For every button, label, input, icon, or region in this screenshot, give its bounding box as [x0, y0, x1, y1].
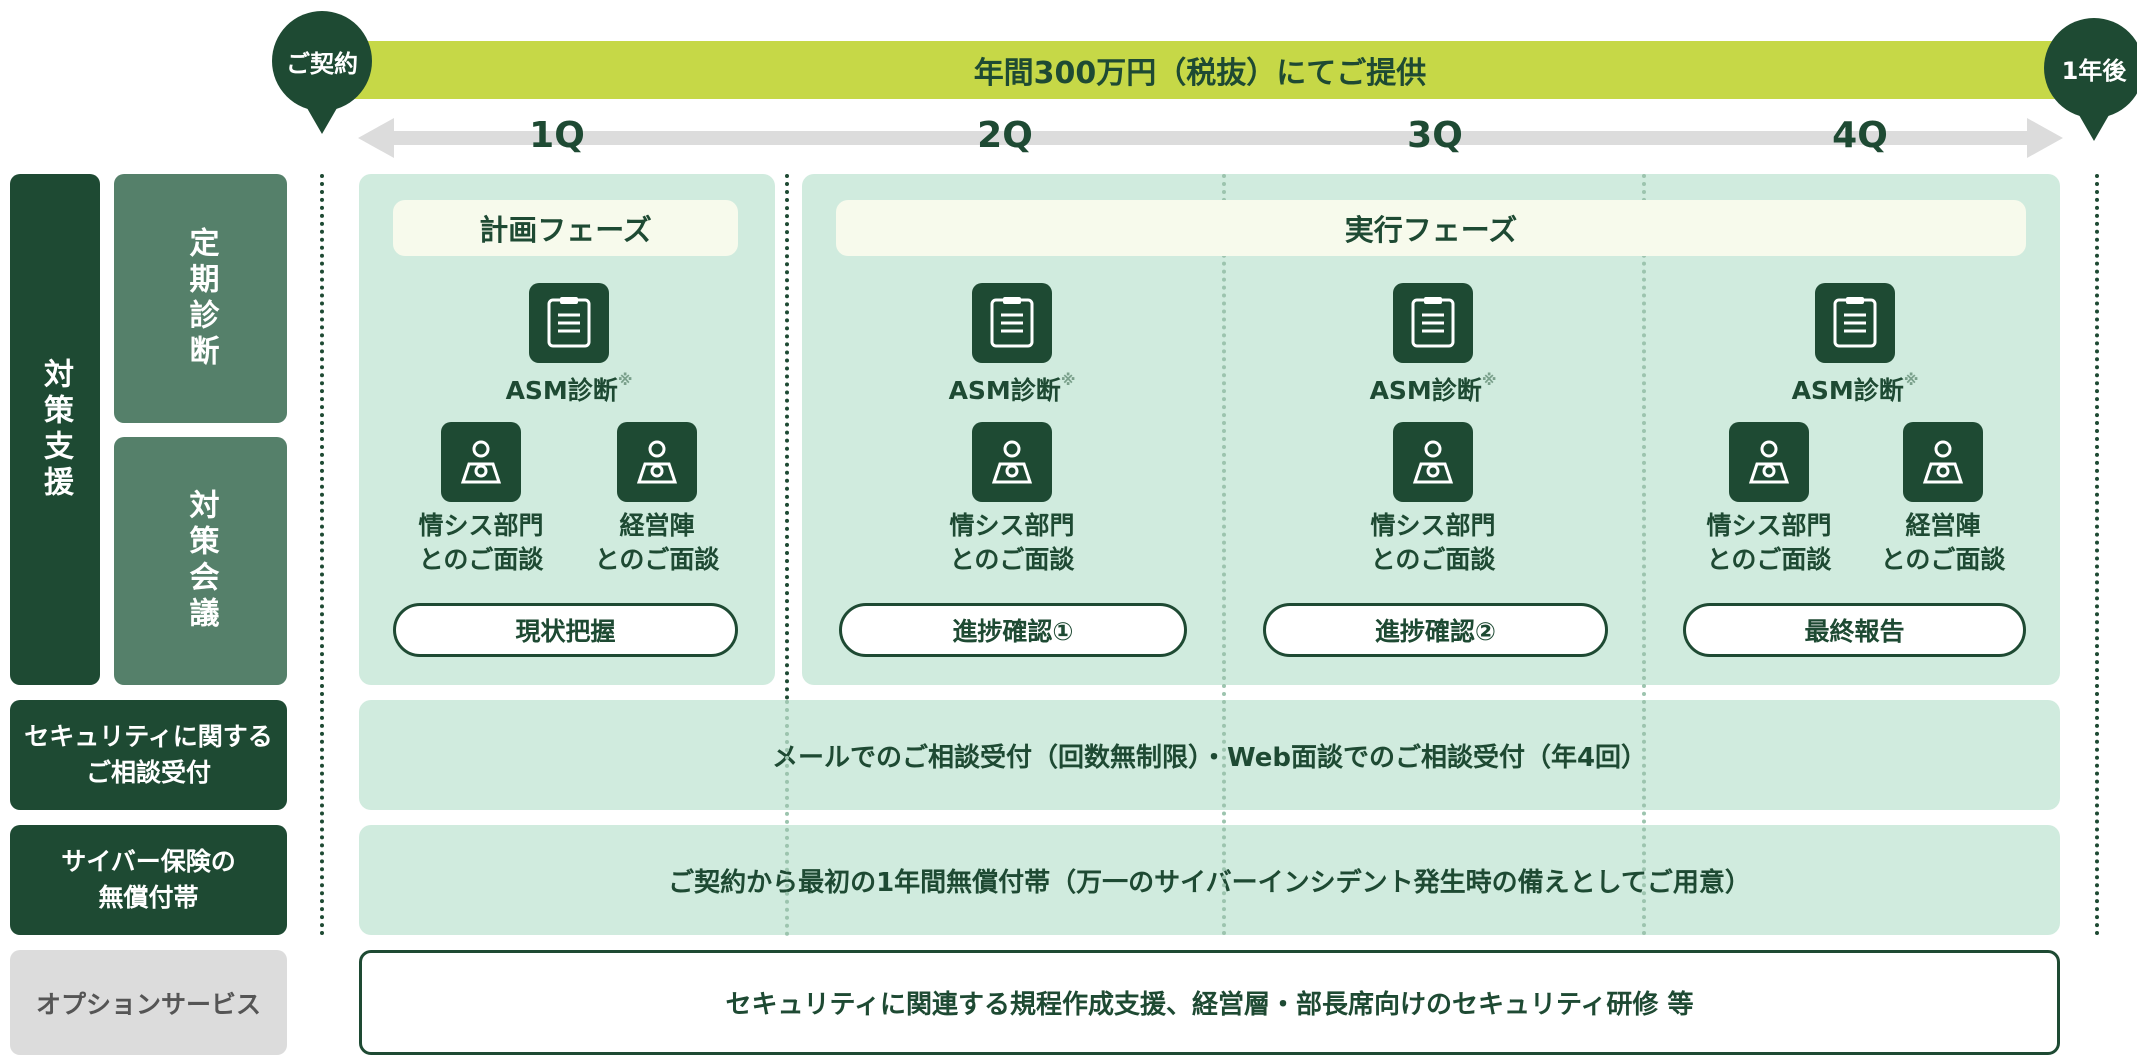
- pricing-banner: 年間300万円（税抜）にてご提供: [330, 41, 2070, 99]
- one-year-marker: 1年後: [2044, 18, 2137, 118]
- contract-start-pointer: [307, 108, 337, 134]
- one-year-pointer: [2079, 115, 2109, 141]
- it-dept-meeting-label-q1: 情シス部門 とのご面談: [418, 511, 544, 574]
- asm-label-q3: ASM診断※: [1333, 371, 1533, 407]
- asm-label-q1: ASM診断※: [469, 371, 669, 407]
- plan-exec-divider: [785, 174, 789, 700]
- q1-q2-guide-lower: [785, 700, 789, 936]
- quarter-1q: 1Q: [529, 115, 585, 156]
- asm-note-mark: ※: [1481, 371, 1497, 389]
- one-year-guide: [2095, 174, 2099, 936]
- asm-label-text: ASM診断: [505, 376, 618, 405]
- milestone-current-status: 現状把握: [393, 603, 738, 657]
- timeline-arrow-shaft: [390, 131, 2030, 145]
- asm-label-q2: ASM診断※: [912, 371, 1112, 407]
- plan-phase-panel: [359, 174, 775, 685]
- row-label-meeting-text: 対策会議: [183, 489, 219, 633]
- asm-label-text: ASM診断: [1791, 376, 1904, 405]
- row-label-option: オプションサービス: [10, 950, 287, 1055]
- meeting-icon: [1729, 422, 1809, 502]
- q3-q4-guide: [1642, 174, 1646, 936]
- row-label-support-text: 対策支援: [38, 357, 73, 502]
- timeline-arrow-right: [2027, 118, 2063, 158]
- meeting-icon: [441, 422, 521, 502]
- contract-start-marker: ご契約: [272, 11, 372, 111]
- quarter-3q: 3Q: [1407, 115, 1463, 156]
- exec-phase-header: 実行フェーズ: [836, 200, 2026, 256]
- timeline-arrow-left: [358, 118, 394, 158]
- asm-note-mark: ※: [1060, 371, 1076, 389]
- row-label-periodic: 定期診断: [114, 174, 287, 423]
- plan-phase-header: 計画フェーズ: [393, 200, 738, 256]
- row-label-meeting: 対策会議: [114, 437, 287, 685]
- meeting-icon: [1903, 422, 1983, 502]
- q2-q3-guide: [1222, 174, 1226, 936]
- row-label-periodic-text: 定期診断: [183, 226, 219, 371]
- it-dept-meeting-label-q2: 情シス部門 とのご面談: [949, 511, 1075, 574]
- milestone-final-report: 最終報告: [1683, 603, 2026, 657]
- quarter-2q: 2Q: [977, 115, 1033, 156]
- it-dept-meeting-label-q3: 情シス部門 とのご面談: [1370, 511, 1496, 574]
- management-meeting-label-q4: 経営陣 とのご面談: [1880, 511, 2006, 574]
- milestone-progress-1: 進捗確認①: [839, 603, 1187, 657]
- asm-document-icon: [529, 283, 609, 363]
- row-label-consult: セキュリティに関する ご相談受付: [10, 700, 287, 810]
- asm-document-icon: [1815, 283, 1895, 363]
- asm-label-text: ASM診断: [948, 376, 1061, 405]
- asm-note-mark: ※: [617, 371, 633, 389]
- option-services-box: セキュリティに関連する規程作成支援、経営層・部長席向けのセキュリティ研修 等: [359, 950, 2060, 1055]
- meeting-icon: [617, 422, 697, 502]
- asm-document-icon: [1393, 283, 1473, 363]
- it-dept-meeting-label-q4: 情シス部門 とのご面談: [1706, 511, 1832, 574]
- insurance-band: ご契約から最初の1年間無償付帯（万一のサイバーインシデント発生時の備えとしてご用…: [359, 825, 2060, 935]
- asm-label-q4: ASM診断※: [1755, 371, 1955, 407]
- meeting-icon: [1393, 422, 1473, 502]
- meeting-icon: [972, 422, 1052, 502]
- contract-start-guide: [320, 174, 324, 936]
- asm-label-text: ASM診断: [1369, 376, 1482, 405]
- consult-band: メールでのご相談受付（回数無制限）・Web面談でのご相談受付（年4回）: [359, 700, 2060, 810]
- quarter-4q: 4Q: [1832, 115, 1888, 156]
- asm-document-icon: [972, 283, 1052, 363]
- management-meeting-label-q1: 経営陣 とのご面談: [594, 511, 720, 574]
- row-label-insurance: サイバー保険の 無償付帯: [10, 825, 287, 935]
- milestone-progress-2: 進捗確認②: [1263, 603, 1608, 657]
- row-label-support: 対策支援: [10, 174, 100, 685]
- asm-note-mark: ※: [1903, 371, 1919, 389]
